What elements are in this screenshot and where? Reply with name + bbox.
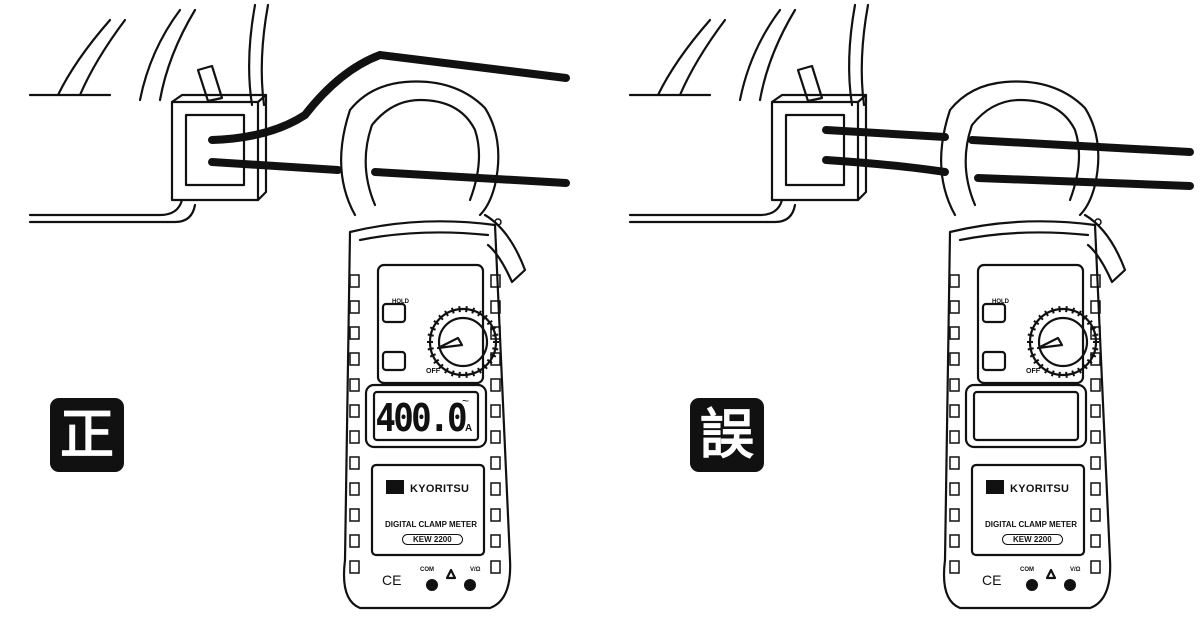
incorrect-badge: 誤: [690, 398, 764, 472]
hold-label: HOLD: [992, 299, 1009, 305]
equipment-housing: [628, 3, 870, 224]
panel-incorrect: 誤 KYORITSU DIGITAL CLAMP METER KEW 2200 HOLD…: [600, 0, 1200, 630]
conductor-both-clamped: [822, 126, 1194, 190]
clamp-meter: [340, 80, 527, 610]
vohm-label: V/Ω: [470, 567, 481, 573]
lcd-ac-symbol: ~: [462, 394, 470, 408]
model-label: KEW 2200: [402, 534, 463, 545]
off-label: OFF: [426, 368, 440, 375]
product-label: DIGITAL CLAMP METER: [985, 520, 1077, 529]
vohm-label: V/Ω: [1070, 567, 1081, 573]
model-label: KEW 2200: [1002, 534, 1063, 545]
equipment-housing: [28, 3, 270, 224]
clamp-meter: [940, 80, 1127, 610]
com-label: COM: [420, 567, 434, 573]
ce-mark: CE: [982, 572, 1002, 588]
rotary-dial: [427, 306, 499, 378]
terminal-box: [770, 93, 868, 202]
correct-badge: 正: [50, 398, 124, 472]
conductor-single-clamped: [208, 50, 570, 187]
hold-label: HOLD: [392, 299, 409, 305]
terminal-box: [170, 93, 268, 202]
brand-label: KYORITSU: [410, 483, 470, 495]
lcd-reading: 400.0: [375, 396, 467, 440]
diagram-svg: [628, 3, 1194, 610]
off-label: OFF: [1026, 368, 1040, 375]
ce-mark: CE: [382, 572, 402, 588]
rotary-dial: [1027, 306, 1099, 378]
brand-label: KYORITSU: [1010, 483, 1070, 495]
diagram-svg: [28, 3, 570, 610]
com-label: COM: [1020, 567, 1034, 573]
lcd-reading: [976, 395, 1064, 441]
lcd-unit: A: [465, 423, 473, 434]
product-label: DIGITAL CLAMP METER: [385, 520, 477, 529]
